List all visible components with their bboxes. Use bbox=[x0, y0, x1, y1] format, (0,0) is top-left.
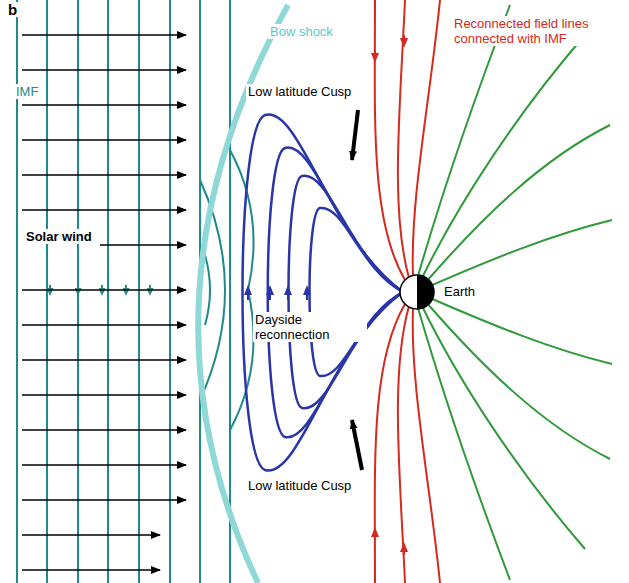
imf-arrowheads bbox=[50, 285, 150, 292]
cusp-label: Low latitude Cusp bbox=[246, 84, 353, 99]
reconnected-lines-label: Reconnected field lines connected with I… bbox=[452, 16, 626, 46]
reconnection-label: Dayside reconnection bbox=[253, 312, 367, 342]
imf-lines bbox=[17, 0, 254, 583]
bow-shock-label: Bow shock bbox=[268, 24, 335, 39]
earth-symbol bbox=[400, 275, 434, 309]
solar-wind-label: Solar wind bbox=[24, 229, 94, 244]
blue-arrowheads bbox=[248, 290, 307, 300]
solar-wind-arrows bbox=[22, 35, 186, 570]
imf-label: IMF bbox=[14, 84, 40, 99]
earth-label: Earth bbox=[442, 284, 477, 299]
panel-letter: b bbox=[6, 2, 19, 17]
cusp-label: Low latitude Cusp bbox=[246, 478, 353, 493]
cusp-pointers bbox=[352, 110, 362, 470]
dayside-field-loops bbox=[243, 114, 404, 470]
closed-field-lines bbox=[418, 5, 612, 580]
reconnected-field-lines bbox=[375, 0, 440, 583]
